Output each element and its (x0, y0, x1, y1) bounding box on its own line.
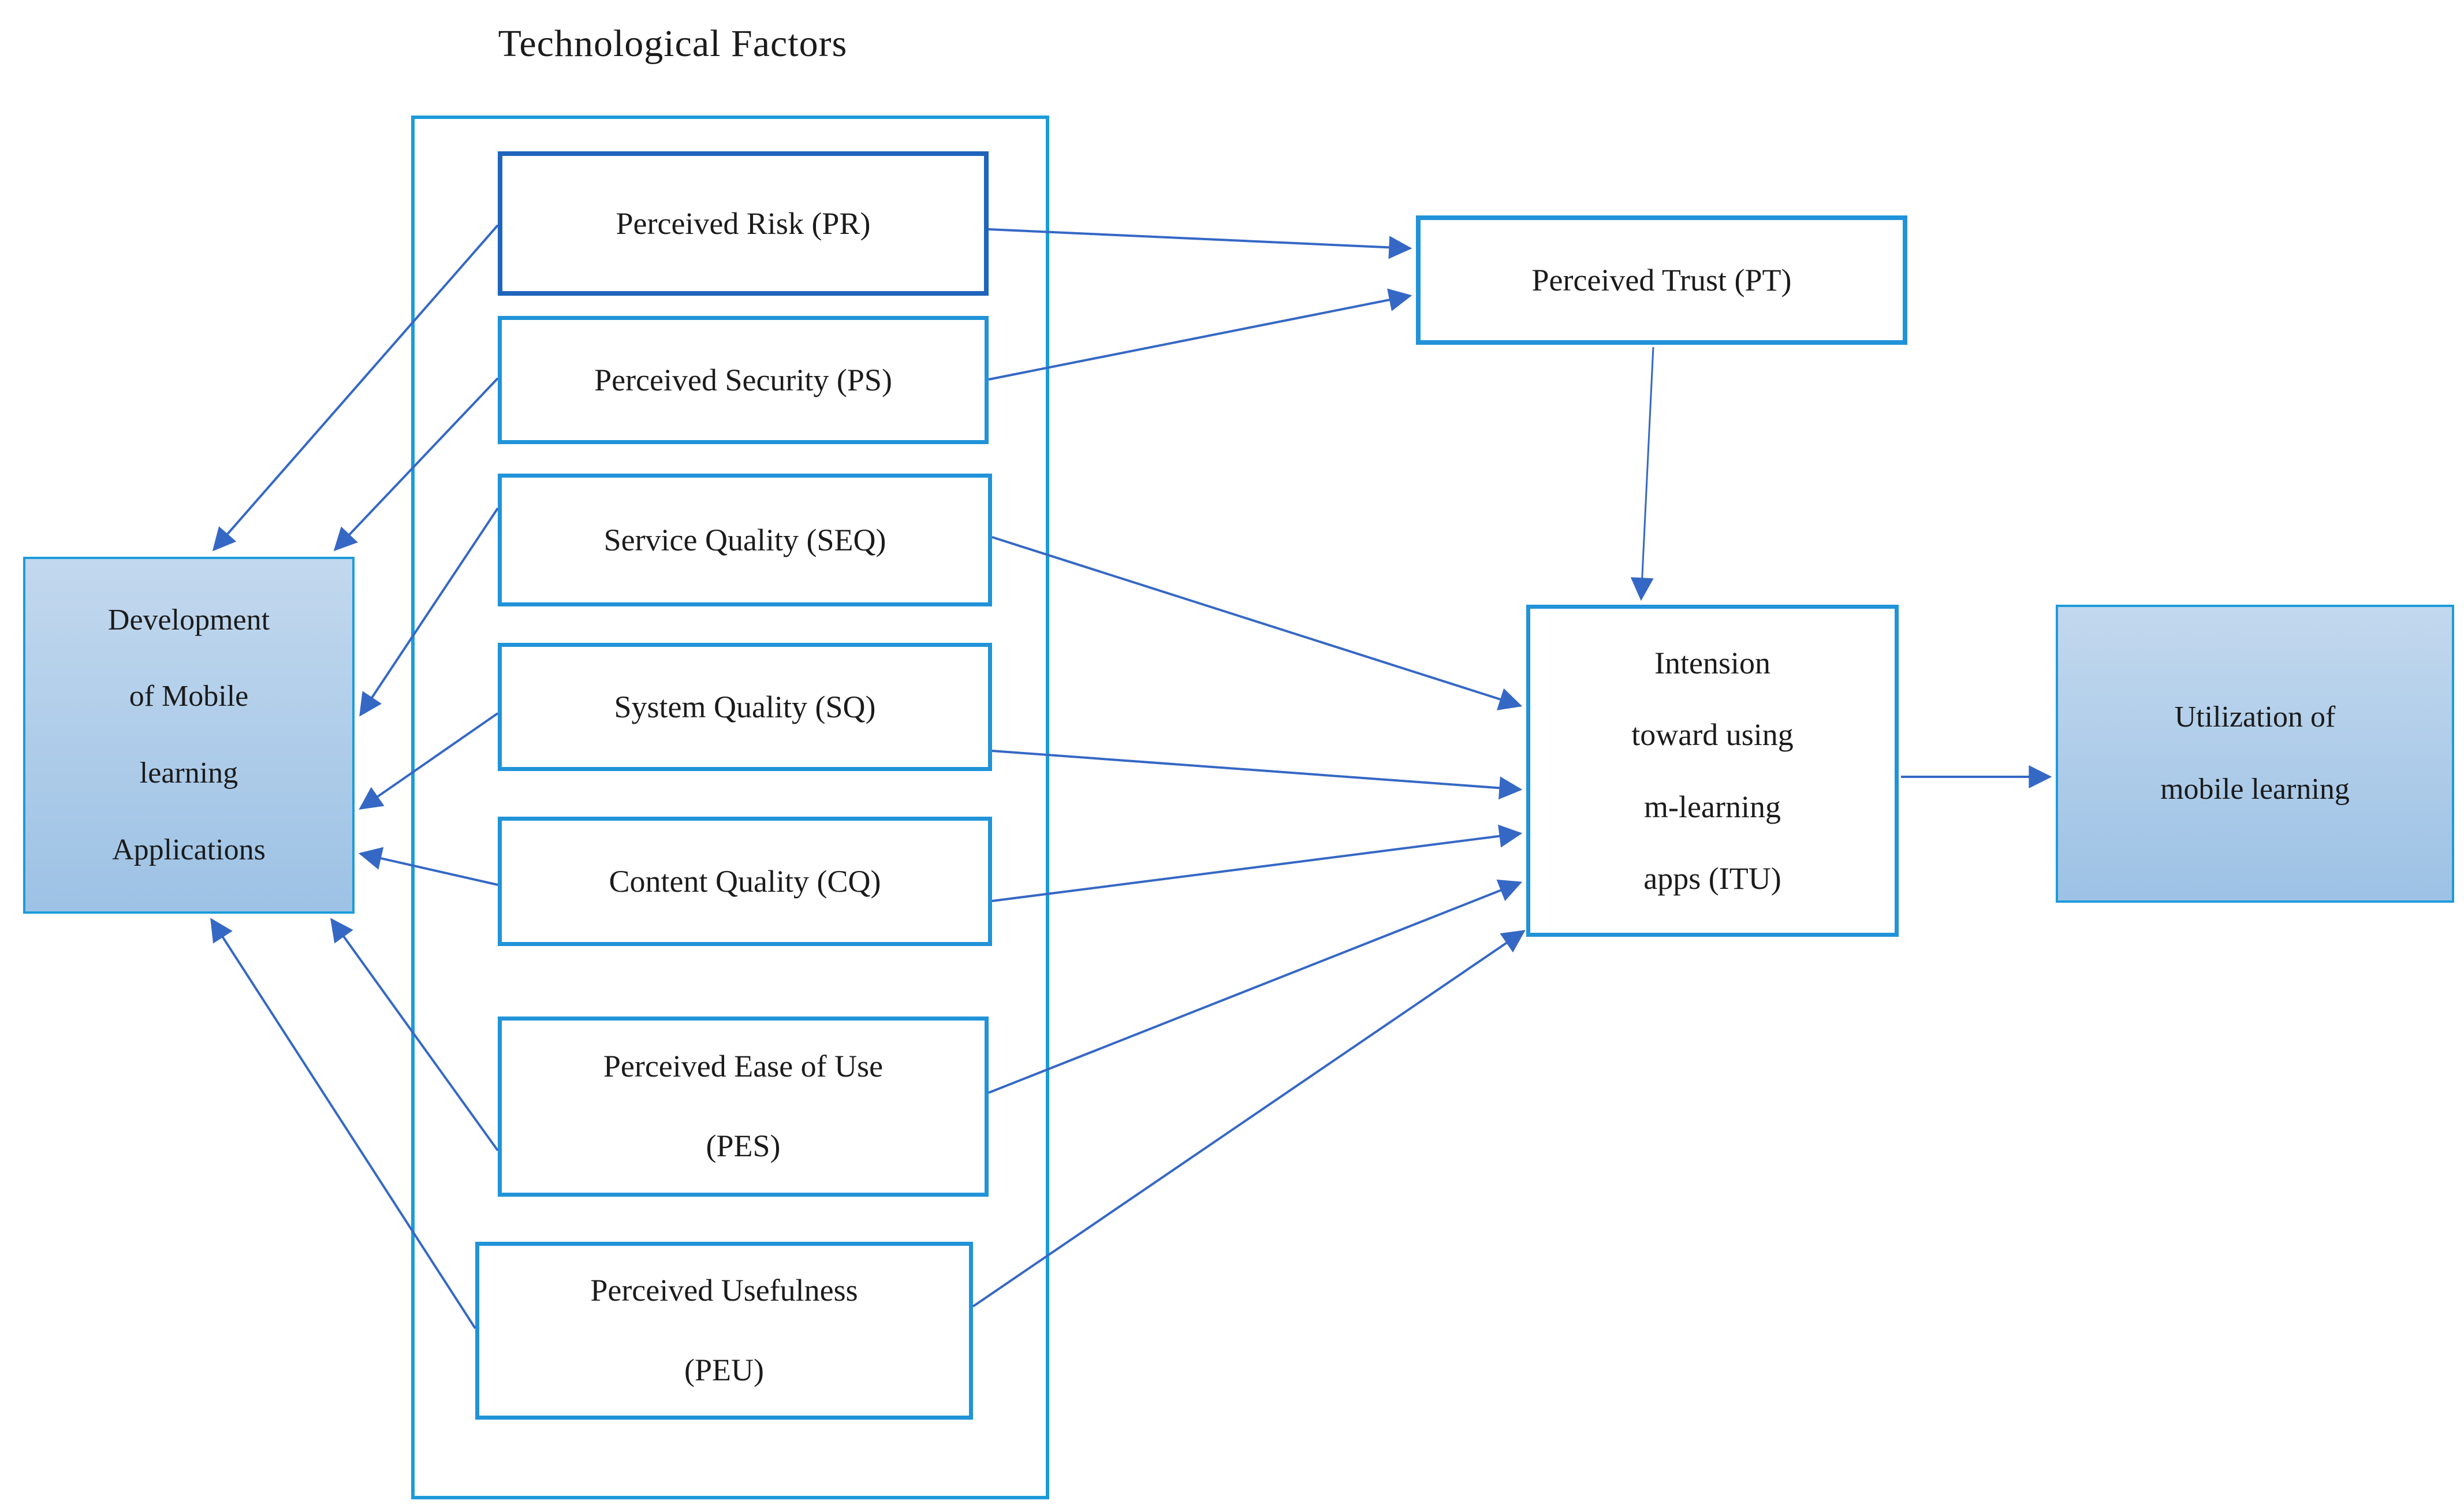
edge-seq-to-itu (991, 536, 1523, 710)
node-perceived-ease-of-use: Perceived Ease of Use (PES) (498, 1016, 989, 1197)
node-perceived-security: Perceived Security (PS) (498, 316, 989, 444)
edge-pt-to-itu (1630, 347, 1654, 601)
node-perceived-usefulness: Perceived Usefulness (PEU) (475, 1242, 973, 1420)
node-perceived-risk: Perceived Risk (PR) (498, 151, 989, 296)
edge-sq-to-itu (991, 750, 1523, 800)
node-system-quality: System Quality (SQ) (498, 643, 992, 771)
edge-ps-to-pt (988, 288, 1412, 381)
edge-peu-to-itu (972, 930, 1526, 1308)
node-development-of-mobile-learning-applications: Development of Mobile learning Applicati… (23, 557, 355, 914)
node-perceived-trust: Perceived Trust (PT) (1416, 215, 1907, 345)
edge-pr-to-pt (988, 228, 1412, 259)
diagram-title: Technological Factors (498, 23, 848, 65)
edge-cq-to-itu (991, 824, 1523, 902)
node-utilization-of-mobile-learning: Utilization of mobile learning (2056, 605, 2454, 903)
node-content-quality: Content Quality (CQ) (498, 817, 992, 946)
node-service-quality: Service Quality (SEQ) (498, 474, 992, 606)
node-intention-toward-using-mlearning-apps: Intension toward using m-learning apps (… (1526, 605, 1899, 937)
edge-pes-to-itu (988, 879, 1523, 1094)
